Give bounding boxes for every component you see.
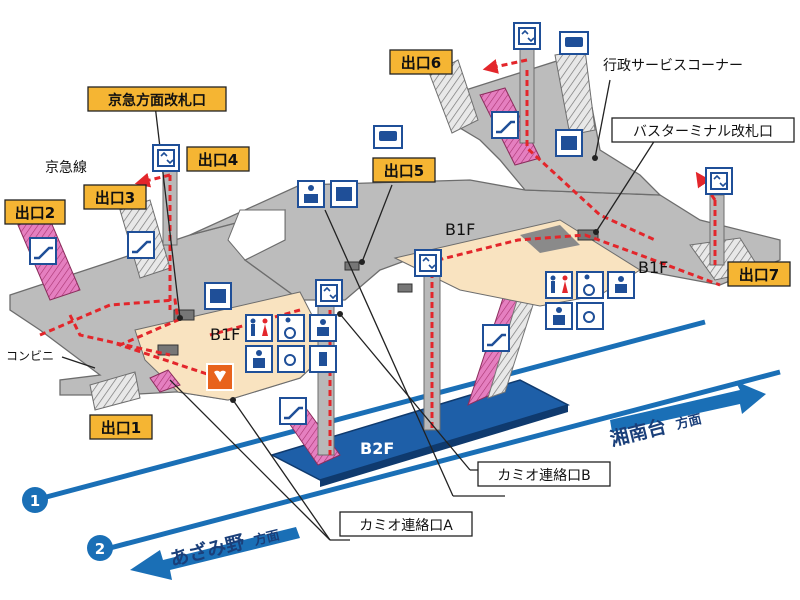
exit-1-label: 出口1 — [89, 414, 153, 440]
callout-dot — [230, 397, 236, 403]
callout-dot — [592, 155, 598, 161]
toilet-icon — [245, 314, 273, 342]
svg-text:京急方面改札口: 京急方面改札口 — [108, 92, 206, 109]
keikyu-gate-label: 京急方面改札口 — [87, 86, 227, 112]
escalator-icon — [482, 324, 510, 352]
bus-terminal-gate-label: バスターミナル改札口 — [611, 117, 795, 143]
callout-dot — [359, 259, 365, 265]
callout-dot — [593, 229, 599, 235]
elevator-shaft-exit7 — [709, 194, 725, 266]
azamino-suffix: 方面 — [252, 527, 281, 549]
stairs-exit1 — [89, 371, 141, 411]
track-2-badge — [87, 535, 113, 561]
callout-lines — [61, 79, 656, 541]
b1f-label-right: B1F — [638, 258, 668, 277]
track-2: 2 — [87, 369, 781, 561]
elevator-icon — [152, 144, 180, 172]
exit-3-label: 出口3 — [83, 184, 147, 210]
callout-dot — [337, 311, 343, 317]
elevator-icon — [705, 167, 733, 195]
exit-7-label: 出口7 — [727, 261, 791, 287]
exit-5-label: 出口5 — [372, 157, 436, 183]
callout-dot — [177, 315, 183, 321]
aed-icon — [206, 363, 234, 391]
shonandai-suffix: 方面 — [674, 411, 703, 433]
track-1-number: 1 — [30, 492, 40, 510]
bus-icon — [559, 31, 589, 55]
shonandai-arrow — [610, 381, 766, 432]
track-1: 1 — [22, 319, 706, 513]
information-icon — [297, 180, 325, 208]
svg-text:カミオ連絡口B: カミオ連絡口B — [497, 468, 591, 484]
escalator-icon — [491, 111, 519, 139]
b1f-label-center: B1F — [445, 220, 475, 239]
information-icon — [545, 302, 573, 330]
wheelchair-icon — [277, 314, 305, 342]
exit-6-label: 出口6 — [389, 49, 453, 75]
convenience-store-label: コンビニ — [6, 349, 54, 363]
wheelchair-icon — [277, 345, 305, 373]
escalator-icon — [279, 397, 307, 425]
svg-text:出口6: 出口6 — [401, 54, 441, 72]
gate-b1f-right — [397, 283, 413, 293]
svg-text:出口7: 出口7 — [739, 266, 779, 284]
track-2-number: 2 — [95, 540, 105, 558]
svg-text:出口2: 出口2 — [15, 204, 55, 222]
baby-care-icon — [309, 314, 337, 342]
exit-2-label: 出口2 — [4, 199, 66, 225]
ticket-machine-icon — [204, 282, 232, 310]
keikyu-line-label: 京急線 — [45, 160, 87, 176]
svg-text:出口4: 出口4 — [198, 151, 238, 169]
escalator-icon — [127, 231, 155, 259]
admin-service-label: 行政サービスコーナー — [603, 58, 743, 74]
svg-text:出口3: 出口3 — [95, 189, 135, 207]
track-1-badge — [22, 487, 48, 513]
route-arrow-exit6 — [482, 58, 528, 74]
b2f-label: B2F — [360, 439, 394, 458]
route-arrow-keikyu — [134, 172, 171, 188]
azamino-arrow — [130, 527, 300, 580]
toilet-icon — [545, 271, 573, 299]
wheelchair-icon — [576, 271, 604, 299]
wheelchair-icon — [576, 302, 604, 330]
facility-icons — [29, 22, 733, 425]
exit-4-label: 出口4 — [186, 146, 250, 172]
azamino-label: あざみ野 — [168, 530, 247, 571]
ticket-machine-icon — [330, 180, 358, 208]
svg-text:出口5: 出口5 — [384, 162, 424, 180]
svg-text:出口1: 出口1 — [101, 419, 141, 437]
svg-text:カミオ連絡口A: カミオ連絡口A — [359, 518, 453, 534]
baby-care-icon — [607, 271, 635, 299]
elevator-icon — [414, 249, 442, 277]
information-icon — [245, 345, 273, 373]
escalator-exit1 — [149, 369, 181, 393]
escalator-icon — [29, 237, 57, 265]
toilet-icon — [309, 345, 337, 373]
svg-text:バスターミナル改札口: バスターミナル改札口 — [633, 124, 773, 140]
elevator-icon — [315, 279, 343, 307]
ticket-machine-icon — [555, 129, 583, 157]
kamio-b-label: カミオ連絡口B — [477, 461, 611, 487]
b1f-label-left: B1F — [210, 325, 240, 344]
bus-icon — [373, 125, 403, 149]
elevator-icon — [513, 22, 541, 50]
kamio-a-label: カミオ連絡口A — [339, 511, 473, 537]
gate-keikyu — [173, 309, 195, 321]
